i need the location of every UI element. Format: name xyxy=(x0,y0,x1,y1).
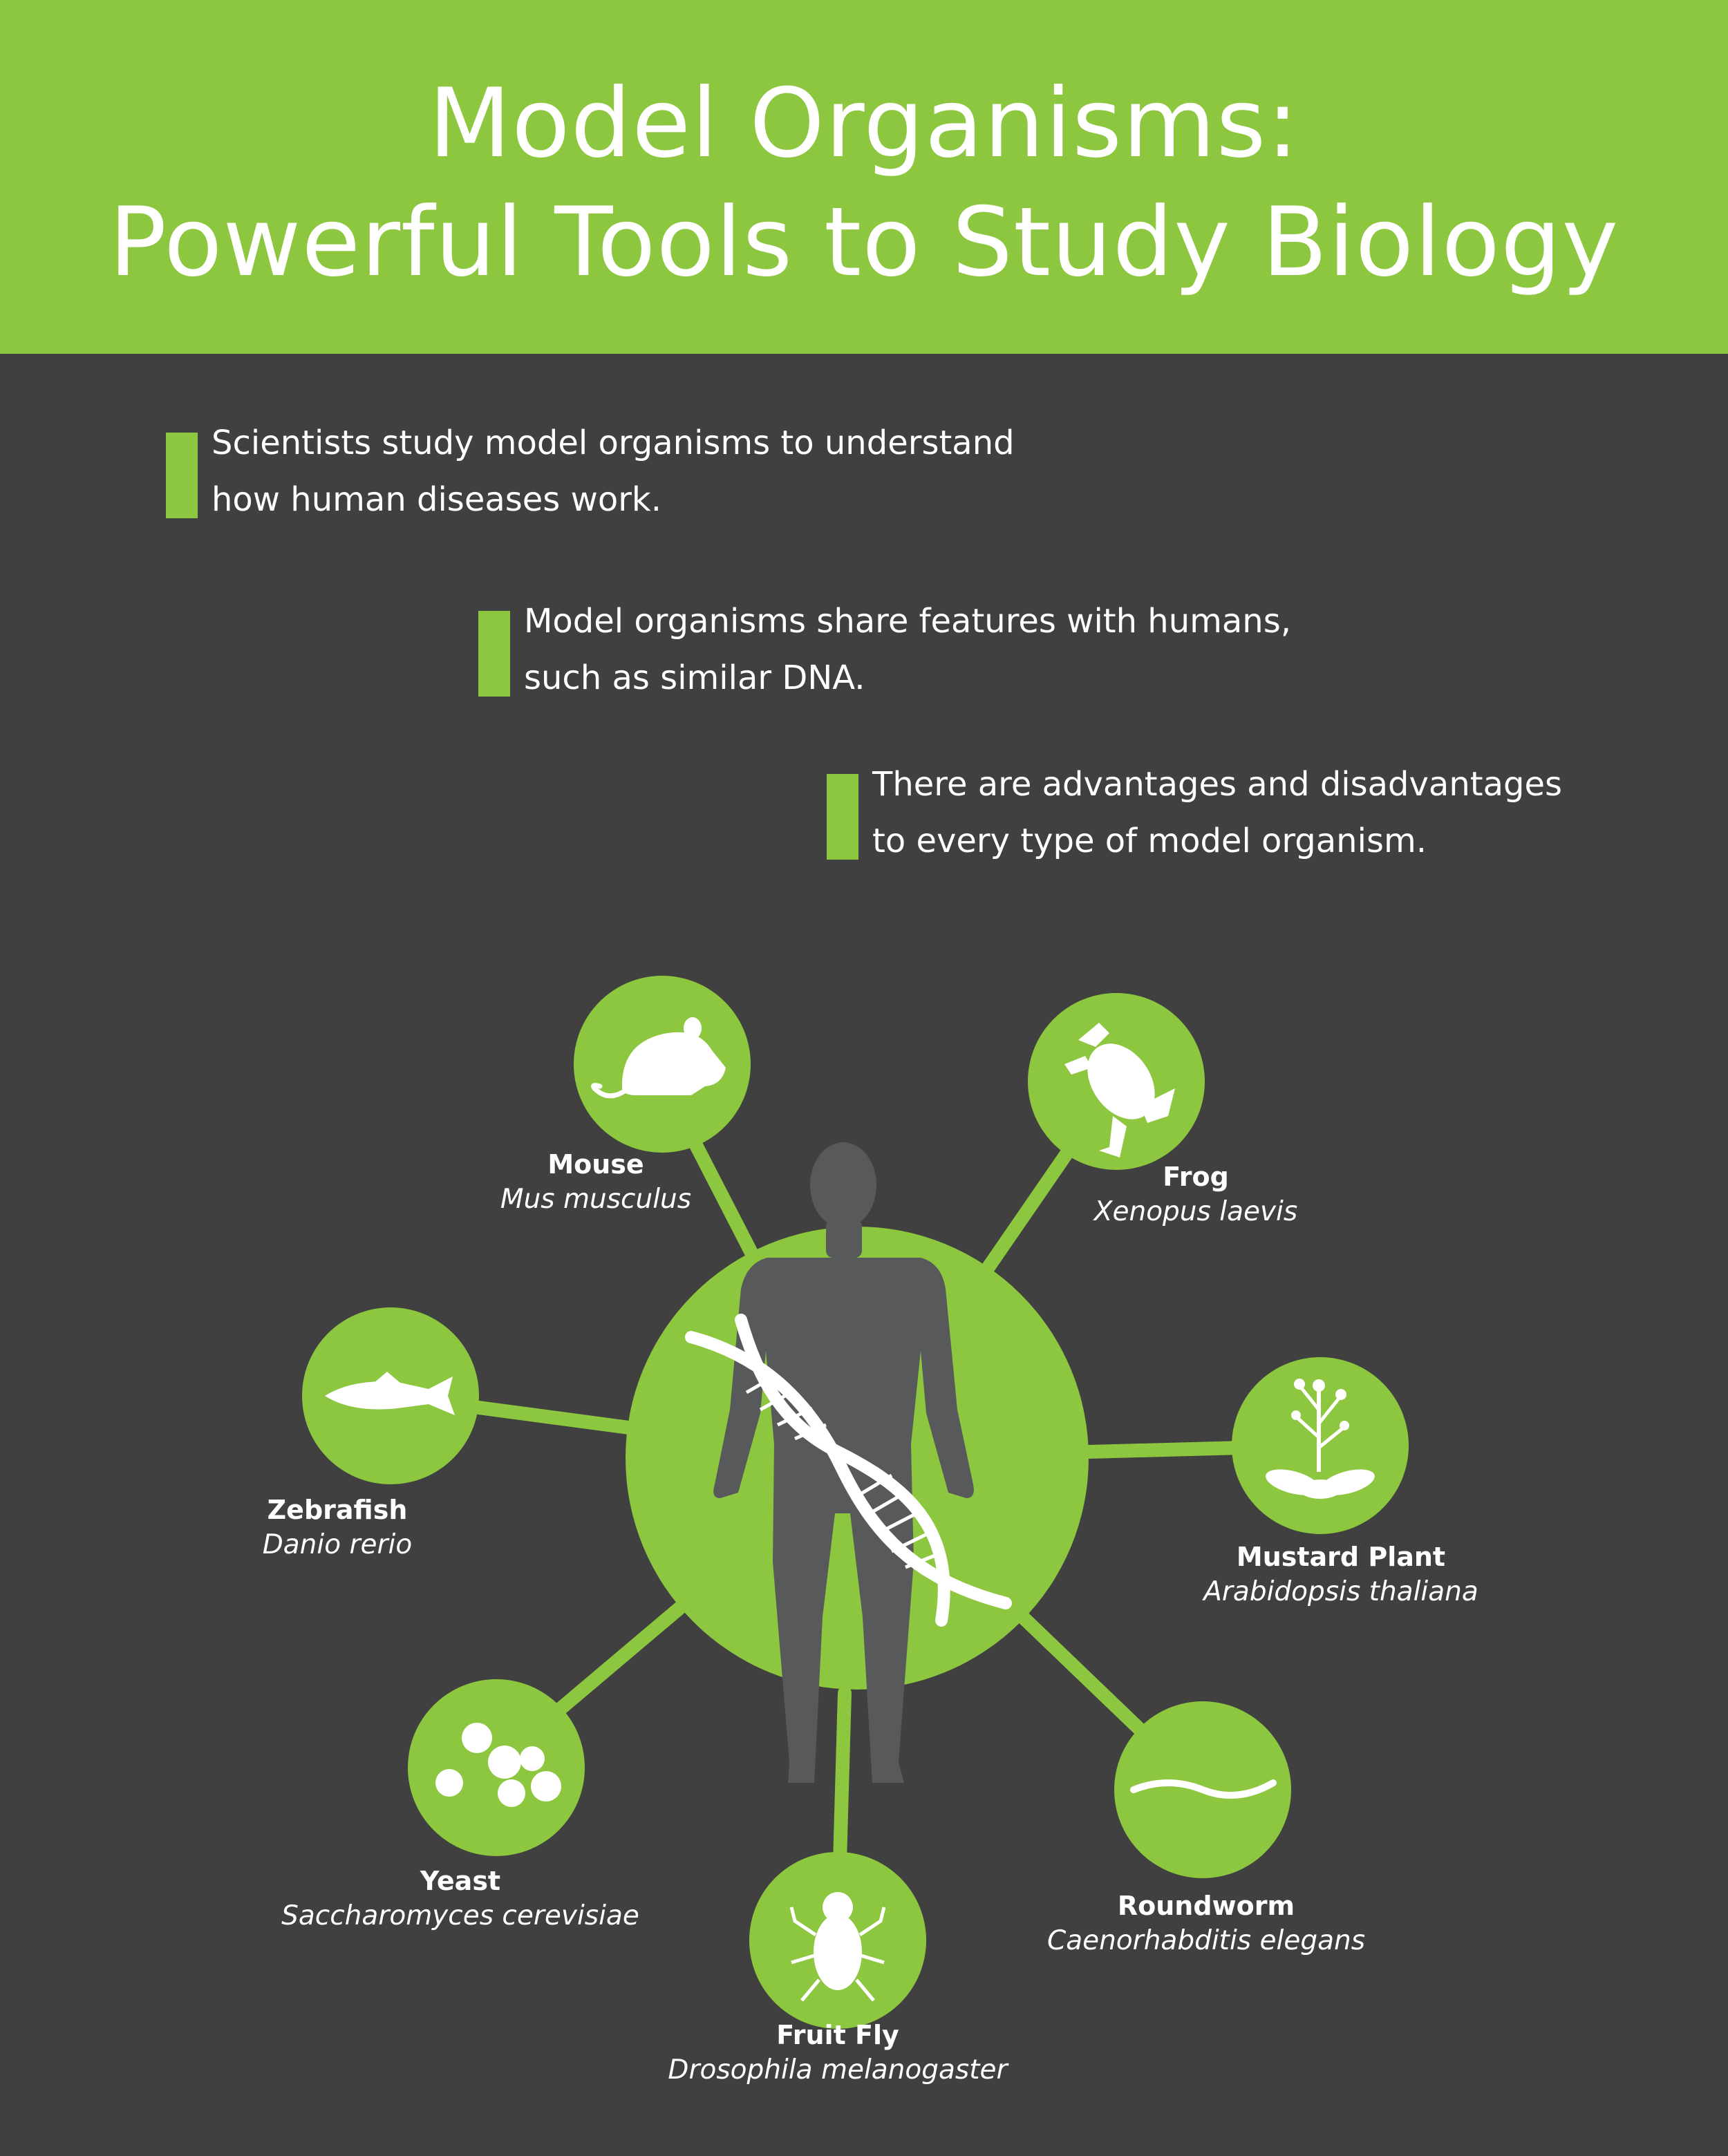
common-name: Fruit Fly xyxy=(776,2020,899,2050)
scientific-name: Caenorhabditis elegans xyxy=(1046,1925,1366,1956)
scientific-name: Arabidopsis thaliana xyxy=(1203,1576,1478,1607)
common-name: Roundworm xyxy=(1117,1891,1295,1921)
bullet-text: Model organisms share features with huma… xyxy=(524,593,1291,706)
label-zebrafish: Zebrafish Danio rerio xyxy=(61,1493,614,1563)
organism-node-mouse xyxy=(574,976,751,1153)
bullet-line: There are advantages and disadvantages xyxy=(872,765,1562,804)
bullet-line: to every type of model organism. xyxy=(872,822,1427,860)
common-name: Zebrafish xyxy=(267,1495,408,1525)
bullet-line: Scientists study model organisms to unde… xyxy=(212,424,1015,462)
title-banner: Model Organisms: Powerful Tools to Study… xyxy=(0,0,1728,354)
title-line-2: Powerful Tools to Study Biology xyxy=(109,187,1619,298)
organism-node-yeast xyxy=(408,1679,585,1856)
bullet-line: such as similar DNA. xyxy=(524,659,865,697)
bullet-marker xyxy=(827,774,858,860)
organism-node-frog xyxy=(1028,993,1205,1170)
label-fruit-fly: Fruit Fly Drosophila melanogaster xyxy=(561,2018,1114,2088)
mustard-plant-icon xyxy=(1266,1379,1375,1499)
yeast-icon xyxy=(435,1723,561,1807)
frog-icon xyxy=(1064,1023,1175,1157)
scientific-name: Saccharomyces cerevisiae xyxy=(281,1900,639,1931)
label-roundworm: Roundworm Caenorhabditis elegans xyxy=(930,1889,1483,1959)
label-mustard-plant: Mustard Plant Arabidopsis thaliana xyxy=(1064,1540,1617,1610)
label-yeast: Yeast Saccharomyces cerevisiae xyxy=(184,1864,737,1934)
organism-node-roundworm xyxy=(1114,1701,1291,1878)
mouse-icon xyxy=(591,1017,726,1099)
scientific-name: Xenopus laevis xyxy=(1093,1196,1298,1227)
title-line-1: Model Organisms: xyxy=(429,68,1299,179)
dna-helix-icon xyxy=(685,1314,1012,1627)
common-name: Yeast xyxy=(420,1866,501,1896)
bullet-marker xyxy=(478,611,510,697)
bullet-line: how human diseases work. xyxy=(212,480,661,519)
fruit-fly-icon xyxy=(789,1892,886,2002)
roundworm-icon xyxy=(1130,1779,1277,1799)
bullet-marker xyxy=(166,433,198,518)
scientific-name: Drosophila melanogaster xyxy=(668,2054,1008,2086)
organism-node-mustard-plant xyxy=(1232,1357,1409,1534)
bullet-text: There are advantages and disadvantages t… xyxy=(872,756,1562,869)
common-name: Mouse xyxy=(547,1149,644,1180)
organism-node-fruit-fly xyxy=(749,1852,926,2029)
scientific-name: Danio rerio xyxy=(262,1529,413,1560)
common-name: Mustard Plant xyxy=(1236,1542,1446,1572)
zebrafish-icon xyxy=(325,1372,455,1415)
bullet-line: Model organisms share features with huma… xyxy=(524,602,1291,641)
bullet-text: Scientists study model organisms to unde… xyxy=(212,415,1015,528)
scientific-name: Mus musculus xyxy=(500,1184,692,1215)
organism-node-zebrafish xyxy=(302,1307,479,1484)
label-mouse: Mouse Mus musculus xyxy=(319,1147,872,1218)
common-name: Frog xyxy=(1163,1162,1229,1192)
label-frog: Frog Xenopus laevis xyxy=(919,1160,1472,1230)
